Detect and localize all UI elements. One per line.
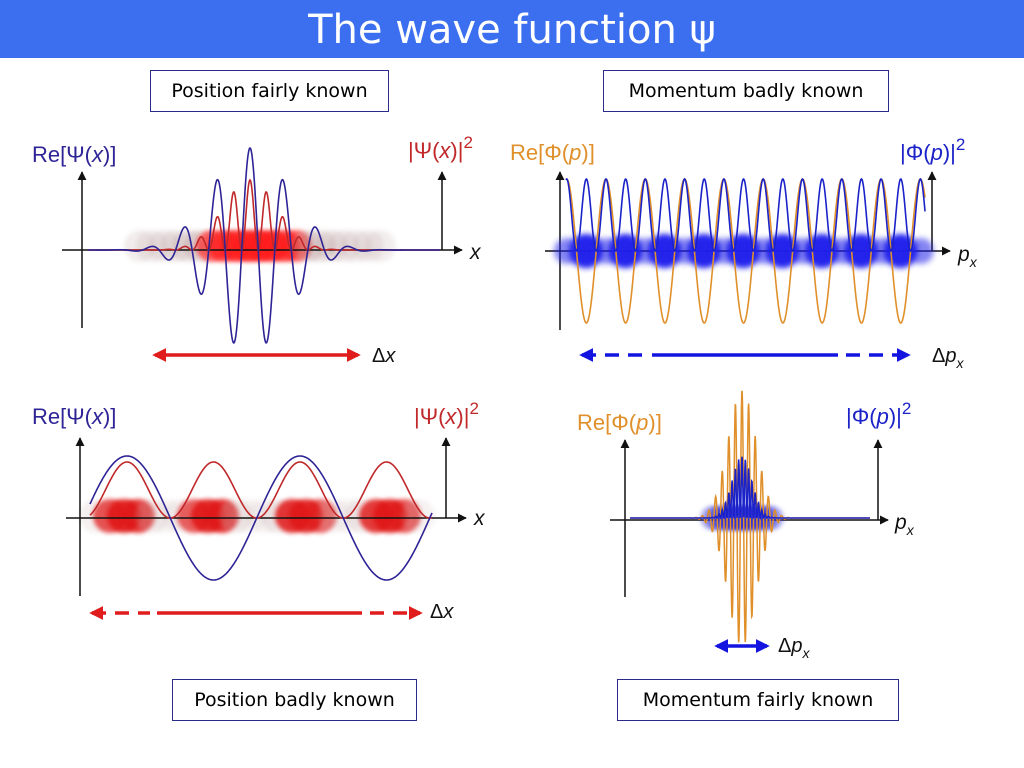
caption-text: Momentum badly known xyxy=(628,80,864,102)
probability-blob xyxy=(573,238,600,264)
psi-abs-label: |Ψ(x)|2 xyxy=(414,399,479,429)
probability-blob xyxy=(593,238,620,264)
psi-real-label: Re[Ψ(x)] xyxy=(32,142,116,167)
probability-blob xyxy=(554,238,580,264)
caption-text: Position badly known xyxy=(194,689,395,711)
delta-px-label: Δpx xyxy=(932,345,964,371)
caption-position-fairly-known: Position fairly known xyxy=(150,70,389,112)
panel-momentum-badly-known: Re[Φ(p)] |Φ(p)|2 px Δpx xyxy=(510,135,978,371)
probability-blob xyxy=(789,238,816,264)
px-axis-label: px xyxy=(957,243,978,270)
probability-blob xyxy=(809,238,836,264)
delta-x-label: Δx xyxy=(430,601,454,623)
probability-blob xyxy=(364,230,396,262)
probability-blob xyxy=(730,238,757,264)
panel-position-badly-known: Re[Ψ(x)] |Ψ(x)|2 x Δx xyxy=(32,399,486,623)
phi-real-curve xyxy=(565,178,926,324)
probability-blob xyxy=(691,238,718,264)
probability-blob xyxy=(750,238,777,264)
phi-real-label: Re[Φ(p)] xyxy=(510,140,595,165)
caption-momentum-fairly-known: Momentum fairly known xyxy=(617,679,899,721)
probability-blob xyxy=(632,238,659,264)
phi-abs-label: |Φ(p)|2 xyxy=(900,135,965,165)
psi-real-curve xyxy=(88,146,440,344)
delta-x-label: Δx xyxy=(372,345,396,367)
caption-text: Position fairly known xyxy=(171,80,368,102)
psi-abs-squared-curve xyxy=(89,461,433,519)
probability-blob xyxy=(888,238,915,264)
px-axis-label: px xyxy=(894,511,915,538)
probability-blob xyxy=(671,238,698,264)
page-title: The wave function ψ xyxy=(308,7,716,53)
probability-blob xyxy=(652,238,679,264)
phi-abs-label: |Φ(p)|2 xyxy=(846,399,911,429)
phi-real-label: Re[Φ(p)] xyxy=(577,410,662,435)
probability-blob xyxy=(829,238,856,264)
probability-blob xyxy=(711,238,738,264)
psi-abs-label: |Ψ(x)|2 xyxy=(408,133,473,163)
probability-blob xyxy=(612,238,639,264)
probability-blob xyxy=(848,238,875,264)
x-axis-label: x xyxy=(473,507,486,530)
caption-momentum-badly-known: Momentum badly known xyxy=(603,70,889,112)
probability-blob xyxy=(770,238,797,264)
x-axis-label: x xyxy=(469,241,482,264)
probability-blob xyxy=(907,238,934,264)
phi-abs-squared-curve xyxy=(565,177,926,253)
phi-abs-squared-curve xyxy=(630,456,870,520)
psi-real-label: Re[Ψ(x)] xyxy=(32,404,116,429)
probability-blob xyxy=(868,238,895,264)
caption-position-badly-known: Position badly known xyxy=(172,679,417,721)
title-bar: The wave function ψ xyxy=(0,0,1024,58)
panel-momentum-fairly-known: Re[Φ(p)] |Φ(p)|2 px Δpx xyxy=(577,390,915,661)
blob-cloud xyxy=(554,234,934,268)
caption-text: Momentum fairly known xyxy=(642,689,874,711)
psi-real-curve xyxy=(89,455,433,581)
delta-px-label: Δpx xyxy=(778,635,810,661)
panel-position-fairly-known: Re[Ψ(x)] |Ψ(x)|2 x Δx xyxy=(32,133,482,367)
